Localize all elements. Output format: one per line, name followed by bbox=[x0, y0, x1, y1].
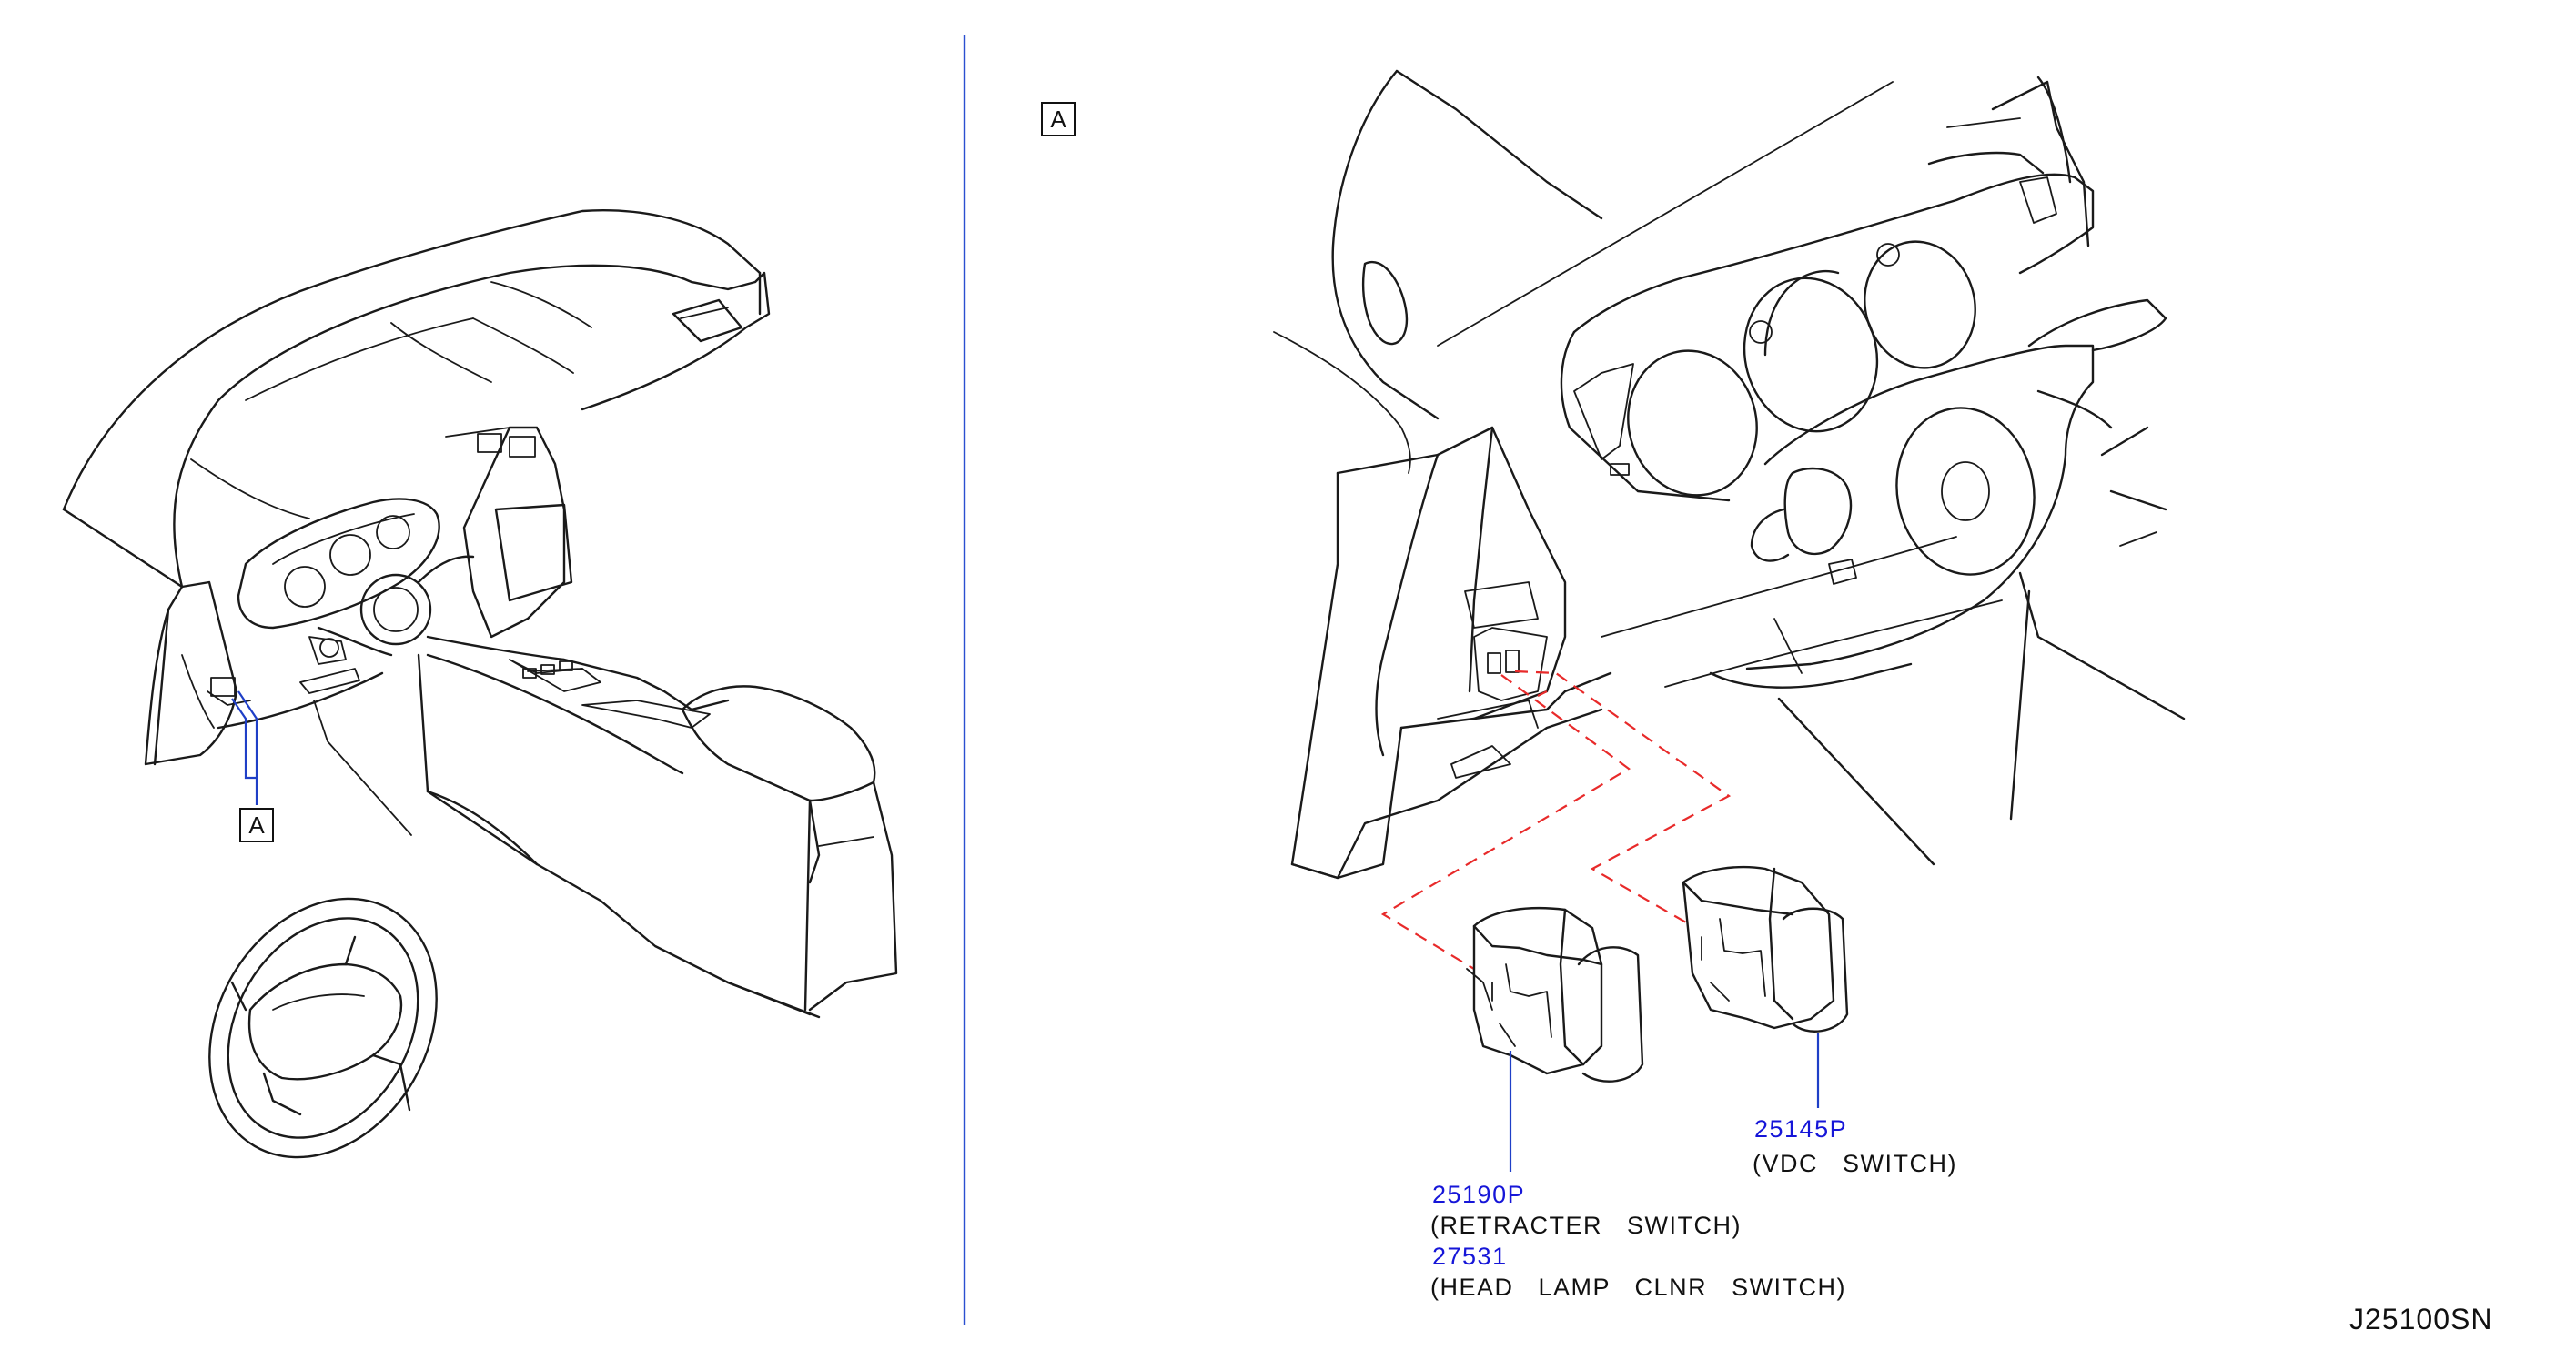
part-number-27531: 27531 bbox=[1432, 1243, 1508, 1270]
diagram-code: J25100SN bbox=[2349, 1303, 2493, 1335]
part-name-head-lamp-clnr-switch: (HEAD LAMP CLNR SWITCH) bbox=[1430, 1274, 1847, 1301]
part-number-25190p: 25190P bbox=[1432, 1181, 1526, 1208]
part-name-retracter-switch: (RETRACTER SWITCH) bbox=[1430, 1212, 1742, 1239]
view-marker-a: A bbox=[1041, 102, 1076, 136]
steering-wheel bbox=[208, 897, 438, 1159]
part-name-vdc-switch: (VDC SWITCH) bbox=[1753, 1150, 1957, 1177]
callout-marker-a: A bbox=[239, 808, 274, 842]
part-number-25145p: 25145P bbox=[1754, 1115, 1848, 1143]
detail-view-a bbox=[1273, 69, 2186, 1172]
vdc-switch-drawing bbox=[1682, 865, 1849, 1108]
retracter-switch-drawing bbox=[1466, 907, 1644, 1172]
dashboard-overview bbox=[62, 209, 898, 1019]
